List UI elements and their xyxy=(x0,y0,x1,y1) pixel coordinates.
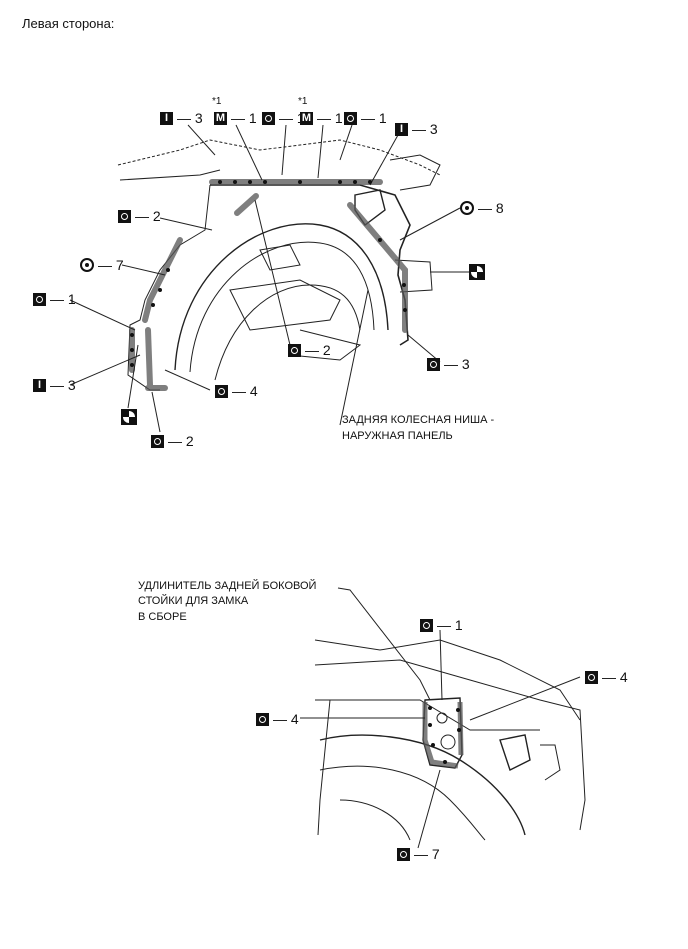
hole-plug-icon xyxy=(427,357,440,371)
callout-o2-bottom: — 2 xyxy=(151,433,194,449)
callout-i3-low: I — 3 xyxy=(33,377,76,393)
callout-o1-b: — 1 xyxy=(344,110,387,126)
extension-label-line1: УДЛИНИТЕЛЬ ЗАДНЕЙ БОКОВОЙ xyxy=(138,580,317,592)
callout-o4-low: — 4 xyxy=(215,383,258,399)
hole-plug-icon xyxy=(256,712,269,726)
extension-label-line3: В СБОРЕ xyxy=(138,611,187,623)
hole-plug-icon xyxy=(344,111,357,125)
symbol-icon: M xyxy=(300,111,313,125)
wheelhouse-label-line1: ЗАДНЯЯ КОЛЕСНАЯ НИША - xyxy=(342,414,495,426)
sealer-marker-icon xyxy=(121,409,137,425)
callout-o2-left: — 2 xyxy=(118,208,161,224)
callout-ring7: — 7 xyxy=(80,257,124,273)
callout-i3-top-right: I — 3 xyxy=(395,121,438,137)
symbol-icon: I xyxy=(33,378,46,392)
callout-bottom-o7: — 7 xyxy=(397,846,440,862)
callout-bottom-o4-right: — 4 xyxy=(585,669,628,685)
ring-icon xyxy=(80,258,94,272)
hole-plug-icon xyxy=(33,292,46,306)
hole-plug-icon xyxy=(397,847,410,861)
hole-plug-icon xyxy=(118,209,131,223)
callout-bottom-o4-left: — 4 xyxy=(256,711,299,727)
callout-o2-mid: — 2 xyxy=(288,342,331,358)
callout-i3-top-left: I — 3 xyxy=(160,110,203,126)
symbol-icon: I xyxy=(395,122,408,136)
hole-plug-icon xyxy=(585,670,598,684)
callout-bottom-o1: — 1 xyxy=(420,617,463,633)
hole-plug-icon xyxy=(215,384,228,398)
wheelhouse-label-line2: НАРУЖНАЯ ПАНЕЛЬ xyxy=(342,430,453,442)
hole-plug-icon xyxy=(262,111,275,125)
callout-m1-b: *1 M — 1 xyxy=(298,96,343,126)
callout-o1-left: — 1 xyxy=(33,291,76,307)
symbol-icon: I xyxy=(160,111,173,125)
callout-o3-right: — 3 xyxy=(427,356,470,372)
hole-plug-icon xyxy=(288,343,301,357)
ring-icon xyxy=(460,201,474,215)
hole-plug-icon xyxy=(420,618,433,632)
symbol-icon: M xyxy=(214,111,227,125)
extension-label-line2: СТОЙКИ ДЛЯ ЗАМКА xyxy=(138,595,249,607)
page-title: Левая сторона: xyxy=(22,16,115,31)
callout-o1-a: — 1 xyxy=(262,110,305,126)
callout-ring8: — 8 xyxy=(460,200,504,216)
hole-plug-icon xyxy=(151,434,164,448)
sealer-marker-icon xyxy=(469,264,485,280)
callout-m1-a: *1 M — 1 xyxy=(212,96,257,126)
